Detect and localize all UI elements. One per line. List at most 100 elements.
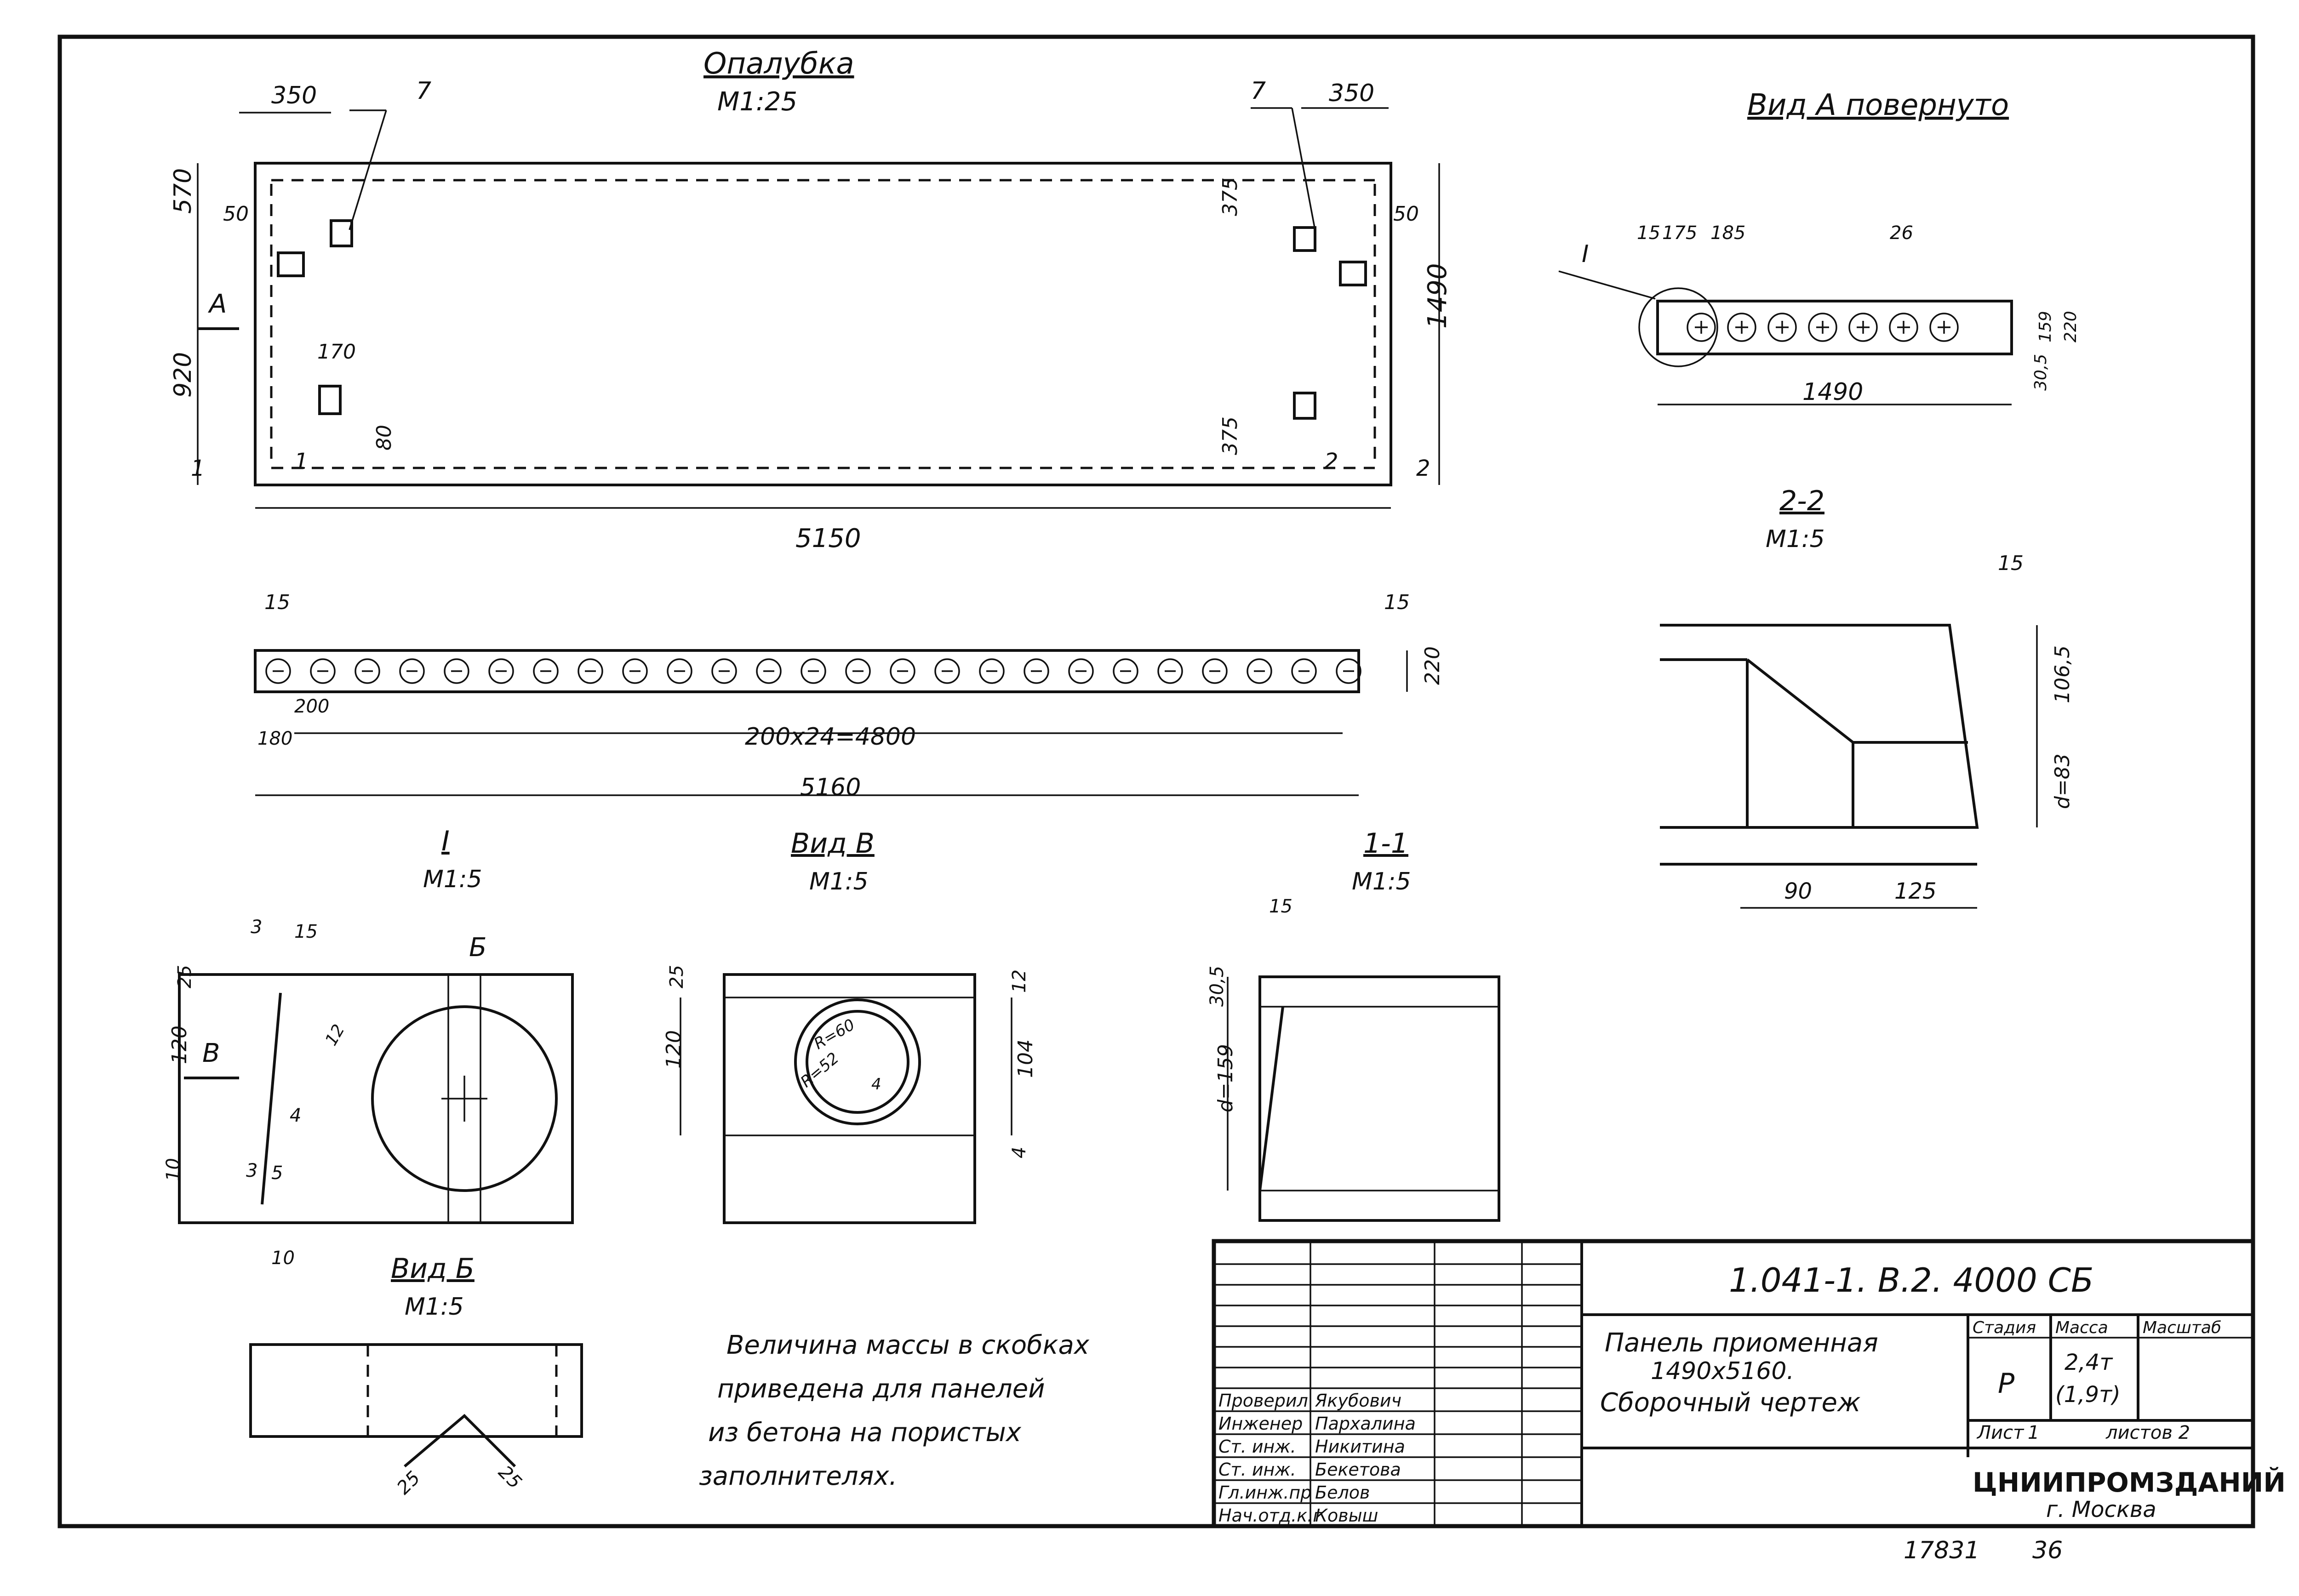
view-bb-arrow-label: Б [469, 933, 486, 963]
dim-15-view-a: 15 [1637, 222, 1660, 244]
detail-i: I М1:5 В Б 3 15 25 120 12 4 10 3 5 10 [163, 825, 574, 1269]
detail-i-outline [178, 973, 574, 1224]
dim-r60: R=60 [811, 1015, 858, 1053]
side-hole [1336, 658, 1361, 684]
dim-25-view-bb-left: 25 [393, 1467, 425, 1499]
dim-12-view-v: 12 [1009, 969, 1030, 993]
dim-30-5-section-1: 30,5 [1207, 966, 1228, 1007]
title-block: 1.041-1. В.2. 4000 СБ Панель приоменная … [1212, 1239, 2286, 1528]
embed-plate-top-right-2 [1339, 261, 1367, 286]
view-bb-key-notch [404, 1414, 516, 1468]
side-hole [667, 658, 692, 684]
side-hole [890, 658, 915, 684]
sheet-label: Лист [1976, 1422, 2024, 1443]
dim-106-5: 106,5 [2051, 645, 2074, 703]
dim-5160: 5160 [800, 774, 861, 801]
view-a-hole [1889, 313, 1918, 342]
view-v-inner-ring [806, 1010, 909, 1114]
note-line-2: приведена для панелей [717, 1374, 1045, 1404]
side-hole [979, 658, 1005, 684]
drawing-code: 1.041-1. В.2. 4000 СБ [1729, 1261, 2093, 1300]
dim-5-detail: 5 [271, 1163, 283, 1184]
note-line-4: заполнителях. [699, 1461, 897, 1491]
detail-i-hole [371, 1005, 558, 1192]
dim-10-bottom: 10 [271, 1248, 295, 1269]
view-a-hole [1727, 313, 1756, 342]
side-hole [711, 658, 737, 684]
dim-90: 90 [1784, 878, 1812, 904]
signature-role: Проверил [1218, 1391, 1308, 1411]
dim-50-right: 50 [1393, 202, 1419, 226]
section-2-title: 2-2 [1779, 485, 1824, 517]
signature-name: Никитина [1315, 1436, 1405, 1457]
dim-4-inner: 4 [871, 1075, 881, 1094]
sheet-number: 1 [2028, 1422, 2039, 1443]
signature-role: Гл.инж.пр [1218, 1482, 1311, 1503]
signature-role: Ст. инж. [1218, 1436, 1296, 1457]
header-mass: Масса [2055, 1318, 2108, 1337]
callout-7-right: 7 [1251, 77, 1266, 105]
title-block-frame [1212, 1239, 2255, 1528]
side-hole [934, 658, 960, 684]
note-line-3: из бетона на пористых [708, 1418, 1022, 1448]
view-a-arrow-label: А [208, 289, 227, 319]
side-hole [399, 658, 425, 684]
callout-leader-right-2 [1291, 108, 1316, 230]
dim-570: 570 [169, 168, 197, 214]
signature-grid [1310, 1241, 1523, 1526]
side-hole [801, 658, 826, 684]
section-mark-2-left: 2 [1324, 449, 1338, 474]
view-a-holes [1687, 313, 1959, 342]
section-2-scale: М1:5 [1766, 525, 1825, 553]
detail-i-leader [1558, 270, 1656, 300]
view-bb: Вид Б М1:5 25 25 [249, 1253, 583, 1499]
view-a-title: Вид А повернуто [1747, 88, 2009, 122]
view-a-hole [1808, 313, 1837, 342]
sheet-frame [57, 34, 2255, 1528]
dim-25-view-v: 25 [666, 965, 687, 988]
dim-15-section-2: 15 [1998, 552, 2024, 575]
dim-159-view-a: 159 [2036, 311, 2055, 342]
header-stage: Стадия [1973, 1318, 2036, 1337]
section-1-key-edge [1258, 1006, 1284, 1191]
dim-1490-view-a: 1490 [1802, 378, 1863, 406]
view-a-hole [1767, 313, 1797, 342]
detail-i-label: I [1582, 240, 1589, 268]
dim-d159-section-1: d=159 [1214, 1044, 1237, 1112]
dim-175-view-a: 175 [1662, 222, 1697, 244]
dim-25-detail: 25 [174, 965, 195, 988]
view-v-title: Вид В [791, 827, 875, 860]
side-hole [1113, 658, 1138, 684]
dim-15-detail: 15 [294, 921, 318, 942]
embed-plate-top-left-2 [277, 251, 305, 277]
dim-50-left: 50 [223, 202, 249, 226]
section-mark-2-right: 2 [1416, 456, 1430, 481]
view-a-outline [1656, 300, 2013, 355]
panel-outline [254, 162, 1392, 486]
organization-city: г. Москва [2046, 1497, 2156, 1522]
section-1-title: 1-1 [1363, 827, 1408, 860]
view-v: Вид В М1:5 25 120 12 104 4 R=60 R=52 4 [662, 827, 1037, 1224]
side-hole [444, 658, 469, 684]
view-bb-outline [249, 1343, 583, 1438]
view-v-outline [723, 973, 976, 1224]
view-a-hole [1929, 313, 1959, 342]
header-scale: Масштаб [2143, 1318, 2221, 1337]
view-bb-scale: М1:5 [405, 1293, 464, 1321]
side-hole [845, 658, 871, 684]
formwork-plan: Опалубка М1:25 350 350 7 7 570 920 50 50 [169, 47, 1453, 553]
section-2-profile [1660, 624, 1979, 829]
drawing-name-2: 1490х5160. [1651, 1357, 1794, 1385]
detail-i-scale: М1:5 [423, 866, 482, 893]
dim-25-view-bb-right: 25 [494, 1462, 526, 1493]
dim-220-side: 220 [1421, 646, 1444, 685]
dim-125: 125 [1894, 878, 1937, 904]
dim-26-view-a: 26 [1890, 222, 1913, 244]
section-1-1: 1-1 М1:5 15 30,5 d=159 [1207, 827, 1500, 1222]
side-hole [310, 658, 336, 684]
formwork-scale: М1:25 [717, 87, 797, 117]
view-a: Вид А повернуто I 15 175 185 26 159 220 … [1558, 88, 2080, 406]
dim-30-5-view-a: 30,5 [2031, 354, 2050, 391]
dim-375-bottom: 375 [1218, 416, 1242, 455]
dim-375-top: 375 [1218, 177, 1242, 216]
